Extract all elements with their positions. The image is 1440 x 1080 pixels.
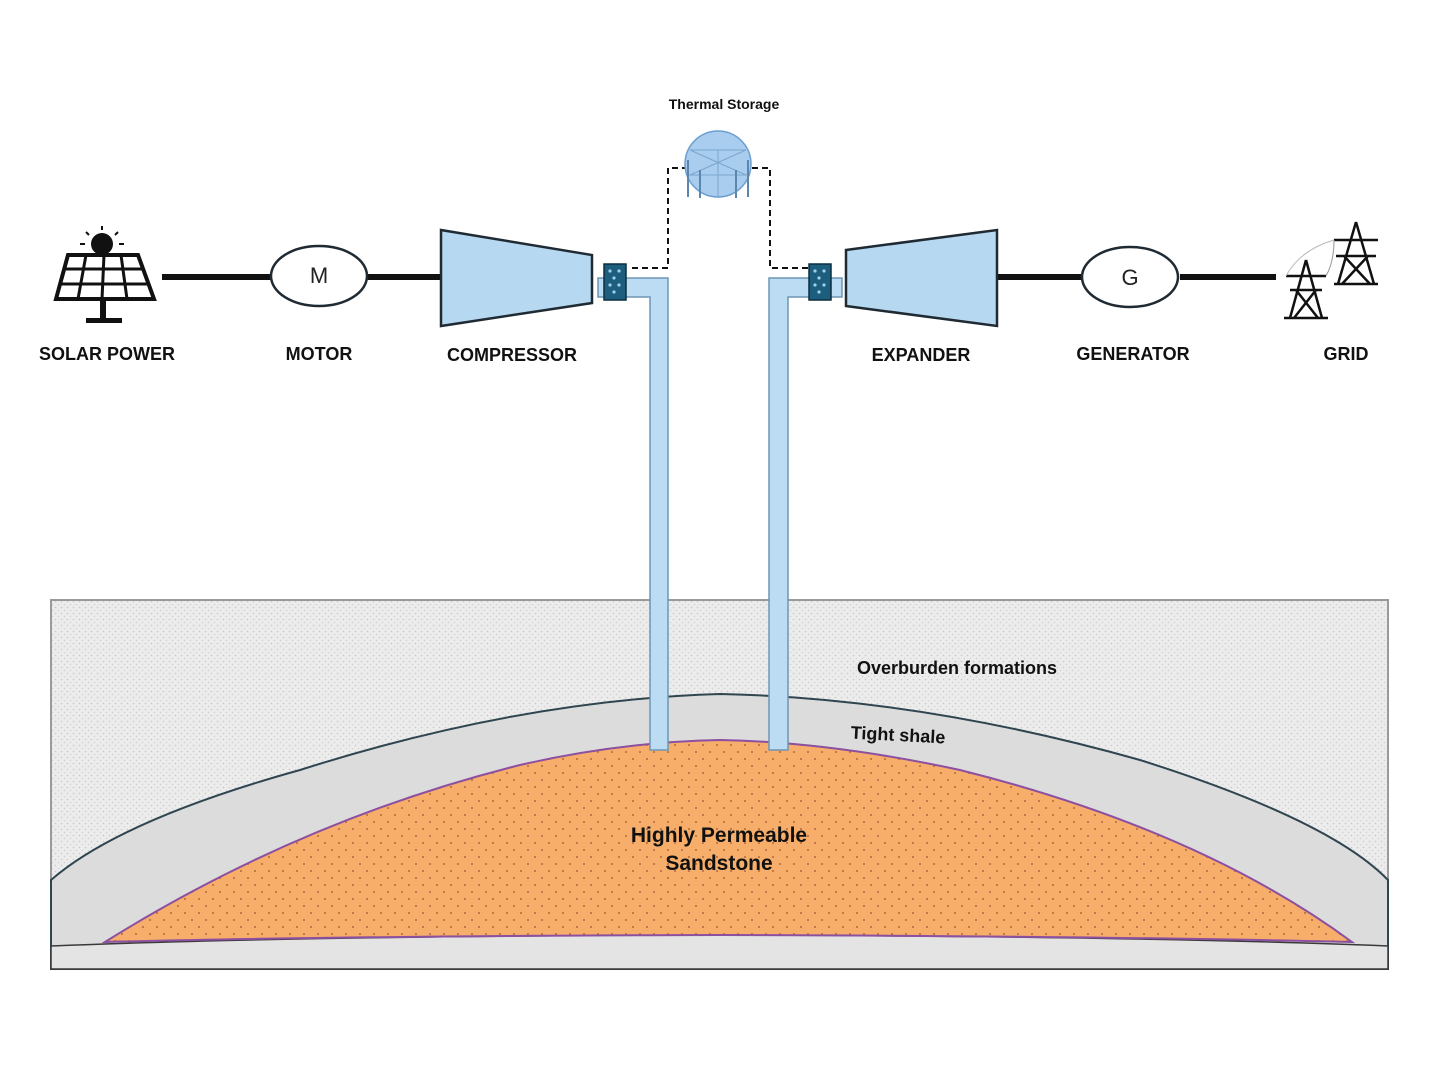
generator-label: GENERATOR [1076, 344, 1189, 364]
tight-shale-label: Tight shale [850, 723, 946, 748]
sandstone-label-line2: Sandstone [665, 852, 772, 875]
generator: G [1080, 245, 1180, 309]
heat-exchanger-left [603, 263, 627, 301]
subsurface-section [50, 599, 1389, 970]
injection-well [597, 277, 669, 751]
sandstone-label-line1: Highly Permeable [631, 824, 807, 847]
motor-label: MOTOR [286, 344, 353, 364]
generator-symbol: G [1121, 265, 1138, 290]
spherical-tank-icon [684, 130, 752, 198]
transmission-tower-icon [1284, 221, 1378, 320]
base-layer [50, 934, 1389, 970]
motor-shape [269, 244, 369, 308]
generator-shape [1080, 245, 1180, 309]
sandstone-reservoir [101, 738, 1356, 944]
expander-label: EXPANDER [872, 345, 971, 365]
thermal-line-left [632, 167, 686, 269]
motor-symbol: M [310, 263, 328, 288]
thermal-storage: Thermal Storage [669, 96, 780, 198]
compressor-label: COMPRESSOR [447, 345, 577, 365]
grid-label: GRID [1324, 344, 1369, 364]
solar-panel-icon [53, 226, 157, 323]
production-well [768, 277, 843, 751]
solar-power-label: SOLAR POWER [39, 344, 175, 364]
expander [844, 228, 999, 328]
compressor [439, 228, 594, 328]
compressor-shape [439, 228, 594, 328]
heat-exchanger-right [808, 263, 832, 301]
production-pipe [768, 277, 843, 751]
overburden-label: Overburden formations [857, 658, 1057, 678]
thermal-storage-label: Thermal Storage [669, 96, 780, 112]
thermal-line-right [752, 167, 808, 269]
expander-shape [844, 228, 999, 328]
injection-pipe [597, 277, 669, 751]
motor: M [269, 244, 369, 308]
